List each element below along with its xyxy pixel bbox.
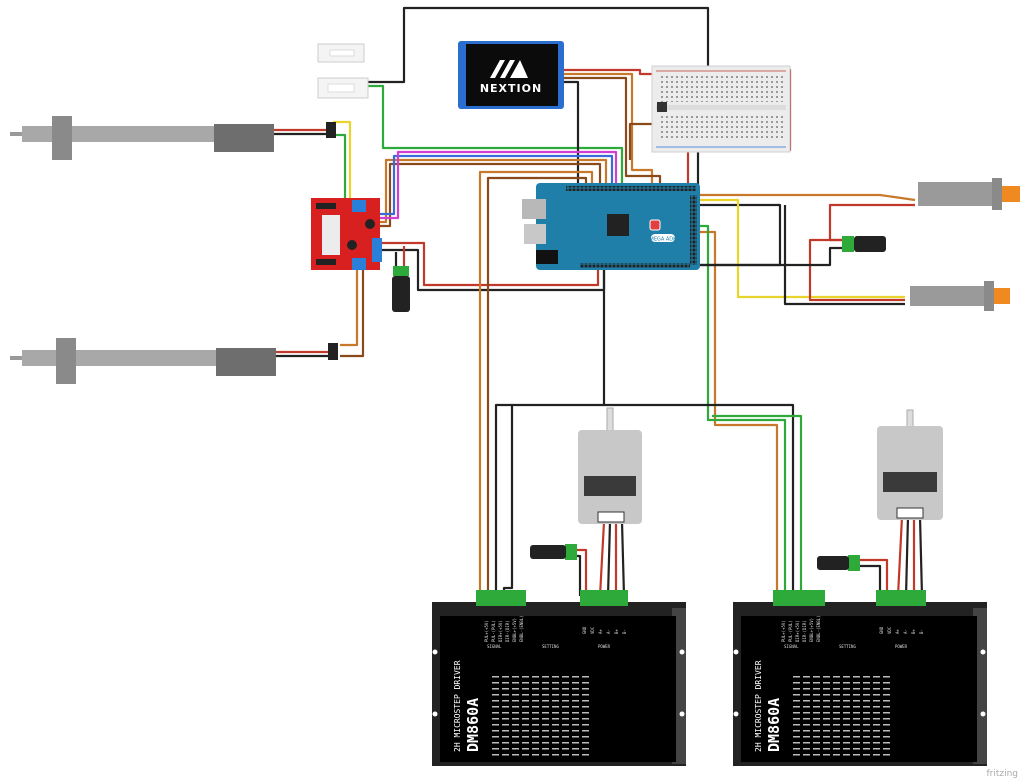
wire-driver2-green-2 bbox=[712, 414, 803, 596]
wire-driver2-orange bbox=[700, 230, 779, 596]
power-pin-label: GND bbox=[582, 626, 587, 634]
signal-pin-label: ENBL-(ENBL) bbox=[816, 616, 821, 643]
driver-model: DM860A bbox=[765, 698, 783, 752]
nextion-brand: NEXTION bbox=[480, 82, 542, 95]
signal-pin-label: ENBL-(ENBL) bbox=[519, 616, 524, 643]
wire-l298n-blue bbox=[380, 154, 614, 216]
proximity-sensor-top bbox=[918, 178, 1020, 210]
dc-jack-driver-2 bbox=[817, 555, 860, 571]
power-pin-label: VDC bbox=[887, 626, 892, 634]
signal-pin-label: PUL+(+5V) bbox=[781, 620, 786, 642]
stepper-motor-2 bbox=[877, 409, 943, 520]
wire-sensor2-red bbox=[808, 238, 905, 302]
wire-nextion-red bbox=[563, 68, 660, 76]
wire-nextion-orange bbox=[563, 72, 654, 186]
dc-jack-l298n bbox=[392, 266, 410, 312]
dc-jack-driver-1 bbox=[530, 544, 577, 560]
proximity-sensor-bottom bbox=[910, 281, 1010, 311]
signal-pin-label: PUL-(PUL) bbox=[491, 620, 496, 642]
power-pin-label: GND bbox=[879, 626, 884, 634]
wire-sensor1-black bbox=[700, 203, 782, 267]
wire-act2-brown bbox=[340, 270, 365, 358]
signal-pin-label: DIR-(DIR) bbox=[505, 620, 510, 642]
wire-l298n-magenta bbox=[380, 150, 618, 220]
power-pin-label: B- bbox=[919, 629, 924, 634]
section-label: POWER bbox=[895, 644, 908, 649]
section-label: SIGNAL bbox=[784, 644, 799, 649]
power-pin-label: B- bbox=[622, 629, 627, 634]
driver-title: 2H MICROSTEP DRIVER bbox=[453, 660, 462, 752]
stepper-driver-2: 2H MICROSTEP DRIVER DM860A PUL+(+5V) PUL… bbox=[733, 590, 987, 766]
nextion-display: NEXTION bbox=[458, 41, 564, 109]
wire-driver1-black bbox=[494, 264, 606, 596]
power-pin-label: A- bbox=[606, 629, 611, 634]
wire-driver2-green bbox=[700, 224, 787, 596]
driver-model: DM860A bbox=[464, 698, 482, 752]
wire-sensor2-yellow bbox=[700, 198, 905, 299]
stepper-driver-1: 2H MICROSTEP DRIVER DM860A PUL+(+5V) PUL… bbox=[432, 590, 686, 766]
wire-motor1-coil-4 bbox=[620, 521, 626, 597]
wire-motor2-coil bbox=[896, 516, 904, 597]
wire-driver1-black-2 bbox=[502, 405, 514, 596]
power-pin-label: A+ bbox=[598, 629, 603, 634]
wire-act1-yellow bbox=[333, 120, 352, 202]
wire-motor2-coil-2 bbox=[904, 516, 910, 597]
linear-actuator-bottom bbox=[10, 338, 338, 384]
linear-actuator-top bbox=[10, 116, 336, 160]
nextion-logo-icon bbox=[490, 60, 528, 78]
wire-nextion-brown bbox=[563, 76, 662, 186]
limit-switch-bottom bbox=[317, 77, 369, 99]
wire-jack-d1-black bbox=[575, 554, 582, 596]
wire-l298n-brown-1 bbox=[380, 162, 602, 228]
wire-black-switch-breadboard bbox=[368, 6, 710, 84]
wire-driver1-brown bbox=[486, 176, 588, 596]
wire-sensor1-orange bbox=[700, 193, 916, 202]
wire-motor1-coil bbox=[598, 521, 606, 597]
wire-motor1-coil-2 bbox=[606, 521, 612, 597]
dc-jack-right bbox=[842, 236, 886, 252]
driver-title: 2H MICROSTEP DRIVER bbox=[754, 660, 763, 752]
power-pin-label: A+ bbox=[895, 629, 900, 634]
wire-jack-d2-black bbox=[858, 564, 882, 596]
wire-driver2-black bbox=[604, 403, 795, 596]
l298n-motor-driver bbox=[311, 198, 382, 270]
wire-driver1-orange bbox=[478, 170, 594, 596]
wire-l298n-orange-1 bbox=[380, 158, 608, 224]
wire-jack-right-black bbox=[700, 246, 845, 267]
wire-act2-orange bbox=[340, 270, 359, 347]
signal-pin-label: PUL-(PUL) bbox=[788, 620, 793, 642]
signal-pin-label: ENBL+(+5V) bbox=[809, 618, 814, 642]
signal-pin-label: DIR+(+5V) bbox=[795, 620, 800, 642]
section-label: SIGNAL bbox=[487, 644, 502, 649]
breadboard bbox=[651, 65, 791, 153]
power-pin-label: VDC bbox=[590, 626, 595, 634]
limit-switch-top bbox=[317, 43, 365, 63]
wire-jack-d1-red bbox=[575, 548, 588, 596]
stepper-motor-1 bbox=[578, 407, 642, 524]
section-label: SETTING bbox=[839, 644, 856, 649]
wire-green-switch bbox=[368, 84, 624, 186]
wire-jack-d2-red bbox=[858, 558, 889, 596]
wire-sensor2-black bbox=[783, 205, 905, 306]
power-pin-label: A- bbox=[903, 629, 908, 634]
section-label: SETTING bbox=[542, 644, 559, 649]
wires bbox=[272, 6, 924, 597]
power-pin-label: B+ bbox=[911, 629, 916, 634]
wire-motor2-coil-4 bbox=[918, 516, 924, 597]
wire-nextion-black bbox=[563, 80, 580, 186]
power-pin-label: B+ bbox=[614, 629, 619, 634]
section-label: POWER bbox=[598, 644, 611, 649]
push-button[interactable] bbox=[657, 102, 667, 112]
fritzing-watermark: fritzing bbox=[986, 769, 1018, 779]
wire-sensor1-red bbox=[828, 203, 915, 242]
signal-pin-label: DIR+(+5V) bbox=[498, 620, 503, 642]
wire-act1-green bbox=[335, 133, 347, 202]
arduino-model-label: MEGA ADK bbox=[650, 237, 678, 243]
wire-l298n-red-power bbox=[380, 241, 600, 287]
signal-pin-label: PUL+(+5V) bbox=[484, 620, 489, 642]
signal-pin-label: DIR-(DIR) bbox=[802, 620, 807, 642]
arduino-mega-adk: MEGA ADK bbox=[522, 183, 700, 270]
signal-pin-label: ENBL+(+5V) bbox=[512, 618, 517, 642]
